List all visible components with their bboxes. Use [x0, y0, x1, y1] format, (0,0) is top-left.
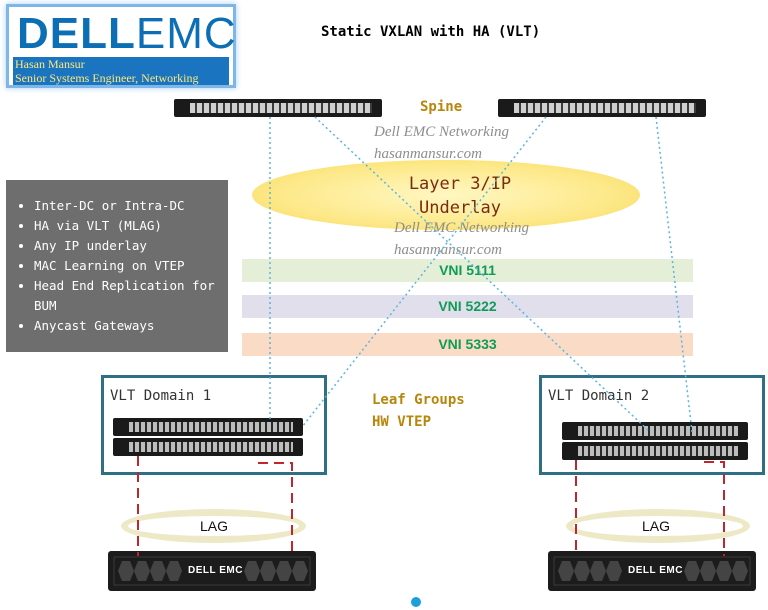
underlay-line-2: Underlay	[419, 198, 501, 218]
spine2-to-leaf2-link	[655, 116, 693, 433]
feature-item: Any IP underlay	[34, 236, 222, 256]
leaf-switch-ports	[129, 422, 293, 432]
feature-list: Inter-DC or Intra-DC HA via VLT (MLAG) A…	[12, 196, 222, 336]
spine-switch-1	[174, 99, 382, 117]
logo-author-name: Hasan Mansur	[15, 57, 85, 71]
server-1-brand: DELL EMC	[188, 565, 243, 576]
leaf-groups-label: Leaf Groups	[372, 392, 465, 408]
leaf-switch-2a	[562, 422, 748, 440]
underlay-line-1: Layer 3/IP	[408, 174, 512, 194]
lag-link-2b	[704, 461, 725, 556]
spine-switch-2	[498, 99, 706, 117]
logo-author-role: Senior Systems Engineer, Networking	[15, 71, 199, 85]
vlt-domain-1-label: VLT Domain 1	[110, 388, 212, 404]
logo-wordmark: DELLEMC	[17, 9, 237, 59]
logo-band	[13, 57, 229, 85]
logo-dell: DELL	[17, 9, 136, 58]
vlt-domain-2-label: VLT Domain 2	[548, 388, 650, 404]
dell-emc-logo: DELLEMC Hasan Mansur Senior Systems Engi…	[6, 4, 236, 88]
lag-label-2: LAG	[642, 518, 671, 534]
watermark-networking-1: Dell EMC Networking	[374, 124, 509, 140]
feature-item: Head End Replication for BUM	[34, 276, 222, 316]
spine-label: Spine	[420, 99, 463, 115]
watermark-site-1: hasanmansur.com	[374, 146, 482, 162]
watermark-site-2: hasanmansur.com	[394, 242, 502, 258]
server-2-grille	[553, 556, 751, 586]
leaf-switch-1a	[113, 418, 303, 436]
leaf-switch-ports	[129, 442, 293, 452]
logo-emc: EMC	[135, 9, 237, 58]
spine-switch-2-ports	[514, 103, 696, 113]
spine2-to-leaf1-link	[301, 116, 547, 428]
spine1-to-leaf2-link	[314, 116, 651, 433]
server-2-brand: DELL EMC	[628, 565, 683, 576]
hw-vtep-label: HW VTEP	[372, 414, 432, 430]
leaf-switch-2b	[562, 442, 748, 460]
leaf-switch-ports	[578, 446, 738, 456]
server-2: DELL EMC	[548, 551, 756, 591]
vni-band-5333: VNI 5333	[242, 333, 693, 356]
server-1-grille	[113, 556, 311, 586]
underlay-ellipse	[252, 160, 640, 230]
server-1: DELL EMC	[108, 551, 316, 591]
underlay-label: Layer 3/IP Underlay	[330, 172, 590, 220]
vni-band-5111: VNI 5111	[242, 259, 693, 282]
feature-item: MAC Learning on VTEP	[34, 256, 222, 276]
feature-item: HA via VLT (MLAG)	[34, 216, 222, 236]
spine-switch-1-ports	[190, 103, 372, 113]
slide-indicator-dot	[411, 597, 421, 607]
feature-item: Anycast Gateways	[34, 316, 222, 336]
lag-label-1: LAG	[200, 518, 229, 534]
leaf-switch-1b	[113, 438, 303, 456]
lag-link-1b	[258, 462, 293, 556]
lag-ring-1	[121, 509, 306, 543]
feature-notes: Inter-DC or Intra-DC HA via VLT (MLAG) A…	[6, 180, 228, 352]
leaf-switch-ports	[578, 426, 738, 436]
vni-band-5222: VNI 5222	[242, 295, 693, 318]
diagram-title: Static VXLAN with HA (VLT)	[321, 24, 541, 40]
lag-ring-2	[566, 509, 750, 543]
feature-item: Inter-DC or Intra-DC	[34, 196, 222, 216]
